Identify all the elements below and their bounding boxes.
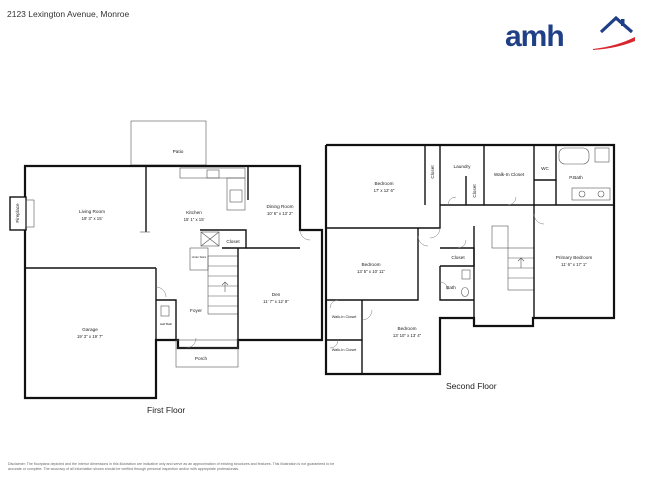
den-label: Den	[272, 292, 281, 297]
logo-wordmark: amh	[505, 20, 565, 53]
amh-logo: amh	[505, 10, 640, 53]
den-dims: 11' 7" x 12' 9"	[263, 299, 289, 304]
laundry-label: Laundry	[454, 164, 472, 169]
kitchen-label: Kitchen	[186, 210, 202, 215]
second-floor-label: Second Floor	[446, 381, 497, 391]
dining-room-dims: 10' 6" x 13' 2"	[267, 211, 293, 216]
patio-outline	[130, 120, 207, 166]
closet-b-label: Closet	[472, 184, 477, 198]
closet-a-label: Closet	[430, 165, 435, 179]
garage-label: Garage	[82, 327, 98, 332]
closet-c-label: Closet	[451, 255, 465, 260]
porch-label: Porch	[195, 356, 208, 361]
bath-label: Bath	[446, 285, 456, 290]
patio-label: Patio	[173, 149, 184, 154]
primary-bedroom-label: Primary Bedroom	[556, 255, 593, 260]
under-stairs-label: Under Stairs	[192, 255, 207, 259]
primary-bedroom-dims: 11' 6" x 17' 1"	[561, 262, 587, 267]
walk-in-closet-2-label: Walk-In Closet	[332, 348, 357, 352]
foyer-label: Foyer	[190, 308, 202, 313]
kitchen-dims: 15' 1" x 15'	[184, 217, 205, 222]
garage-dims: 19' 3" x 19' 7"	[77, 334, 103, 339]
living-room-dims: 19' 3" x 15'	[82, 216, 103, 221]
first-floor-label: First Floor	[147, 405, 186, 415]
walk-in-closet-top-label: Walk-In Closet	[494, 172, 525, 177]
living-room-label: Living Room	[79, 209, 105, 214]
closet-label: Closet	[226, 239, 240, 244]
bedroom2-label: Bedroom	[361, 262, 380, 267]
first-floor-plan: Patio Fireplace Living Room 19' 3" x 15'…	[9, 120, 324, 400]
half-bath-label: Half Bath	[160, 322, 173, 326]
bedroom1-label: Bedroom	[374, 181, 393, 186]
walk-in-closet-1-label: Walk-In Closet	[332, 315, 357, 319]
wc-label: WC	[541, 166, 549, 171]
disclaimer-text: Disclaimer: The floorplans depicted and …	[8, 462, 335, 471]
logo-house-icon	[593, 15, 635, 50]
pbath-label: P.Bath	[569, 175, 583, 180]
bedroom3-label: Bedroom	[397, 326, 416, 331]
property-address: 2123 Lexington Avenue, Monroe	[7, 9, 130, 19]
bedroom3-dims: 13' 10" x 13' 4"	[393, 333, 422, 338]
bedroom1-dims: 17' x 12' 6"	[374, 188, 395, 193]
fireplace-label: Fireplace	[15, 203, 20, 223]
dining-room-label: Dining Room	[266, 204, 293, 209]
second-floor-plan: Bedroom 17' x 12' 6" Closet Laundry Clos…	[324, 143, 616, 376]
bedroom2-dims: 13' 5" x 10' 11"	[357, 269, 385, 274]
